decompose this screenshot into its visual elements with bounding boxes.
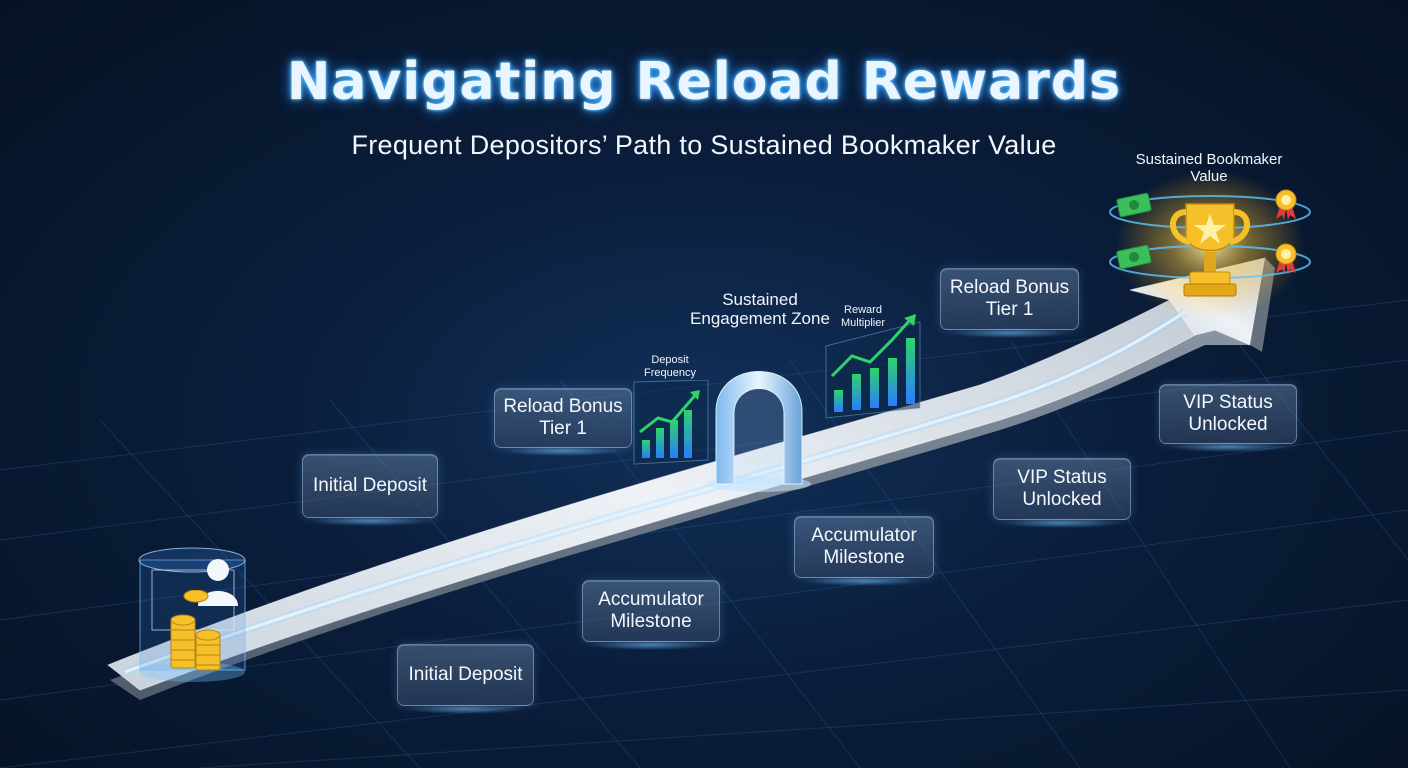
page-subtitle: Frequent Depositors’ Path to Sustained B… (351, 130, 1057, 160)
cash-icon (1116, 244, 1152, 270)
label-accumulator-lower: Accumulator Milestone (582, 580, 720, 642)
zone-label: Sustained Engagement Zone (690, 290, 830, 328)
arch-portal-icon (707, 371, 811, 492)
grid (0, 299, 1408, 768)
page-title: Navigating Reload Rewards (286, 52, 1122, 112)
label-initial-deposit-upper: Initial Deposit (302, 454, 438, 518)
reward-multiplier-chart-icon (825, 314, 921, 419)
goal-label: Sustained Bookmaker Value (1135, 151, 1283, 185)
coin-stack-icon (170, 590, 221, 671)
label-accumulator-upper: Accumulator Milestone (794, 516, 934, 578)
reward-multiplier-label: Reward Multiplier (840, 304, 885, 329)
label-vip-upper: VIP Status Unlocked (1159, 384, 1297, 444)
cash-icon (1116, 192, 1152, 218)
deposit-frequency-label: Deposit Frequency (644, 354, 696, 379)
label-vip-lower: VIP Status Unlocked (993, 458, 1131, 520)
medal-icon (1275, 243, 1297, 274)
deposit-frequency-chart-icon (633, 380, 709, 465)
trophy-icon (1170, 203, 1250, 297)
label-reload-bonus-left: Reload Bonus Tier 1 (494, 388, 632, 448)
medal-icon (1275, 189, 1297, 220)
label-initial-deposit-lower: Initial Deposit (397, 644, 534, 706)
label-reload-bonus-right: Reload Bonus Tier 1 (940, 268, 1079, 330)
